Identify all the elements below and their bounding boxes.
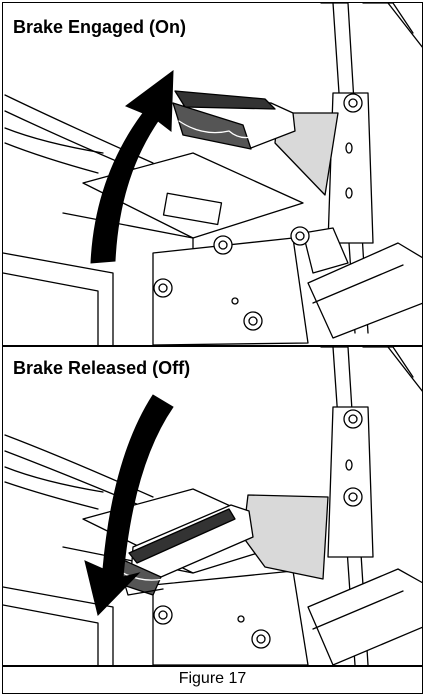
- panel-brake-released: Brake Released (Off): [3, 347, 422, 665]
- panel-brake-engaged: Brake Engaged (On): [3, 3, 422, 346]
- caption-divider: [3, 665, 422, 667]
- panel-label-engaged: Brake Engaged (On): [11, 16, 189, 38]
- panel-divider: [3, 345, 422, 347]
- release-arrow-down: [84, 394, 174, 616]
- brake-released-illustration: [3, 347, 422, 665]
- figure-frame: Brake Engaged (On): [2, 2, 423, 694]
- engage-arrow-up: [90, 69, 174, 264]
- panel-label-released: Brake Released (Off): [11, 357, 193, 379]
- brake-engaged-illustration: [3, 3, 422, 346]
- figure-caption: Figure 17: [178, 670, 247, 687]
